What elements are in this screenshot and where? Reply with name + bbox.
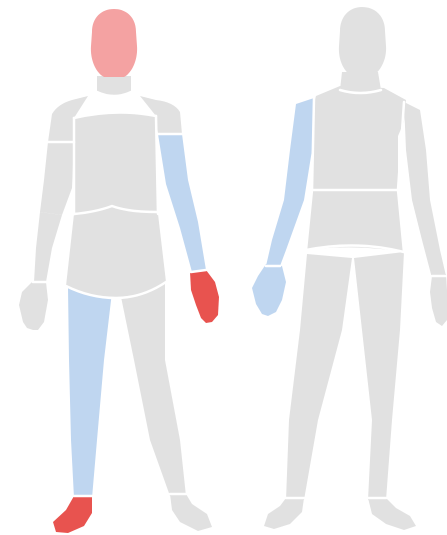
front-forearm-right[interactable] <box>34 212 62 282</box>
front-figure <box>19 9 219 533</box>
front-abdomen[interactable] <box>66 211 166 298</box>
front-leg-right[interactable] <box>68 288 112 498</box>
back-hand-left[interactable] <box>252 264 286 316</box>
front-head[interactable] <box>91 9 137 77</box>
back-leg-right[interactable] <box>354 252 404 500</box>
back-figure <box>252 7 447 530</box>
front-arm-left[interactable] <box>158 134 206 272</box>
back-buttocks[interactable] <box>306 190 404 252</box>
front-hand-left[interactable] <box>190 270 219 323</box>
front-hand-right[interactable] <box>19 282 48 330</box>
front-foot-left[interactable] <box>170 494 212 531</box>
back-leg-left[interactable] <box>286 254 352 500</box>
back-foot-right[interactable] <box>368 498 416 530</box>
front-leg-left[interactable] <box>120 284 186 496</box>
front-chest[interactable] <box>74 113 158 218</box>
back-hand-right[interactable] <box>430 274 447 326</box>
back-arm-right[interactable] <box>404 102 446 278</box>
front-upper-arm-right[interactable] <box>40 142 74 215</box>
back-foot-left[interactable] <box>264 498 304 529</box>
back-head[interactable] <box>339 7 386 76</box>
front-foot-right[interactable] <box>53 496 92 533</box>
